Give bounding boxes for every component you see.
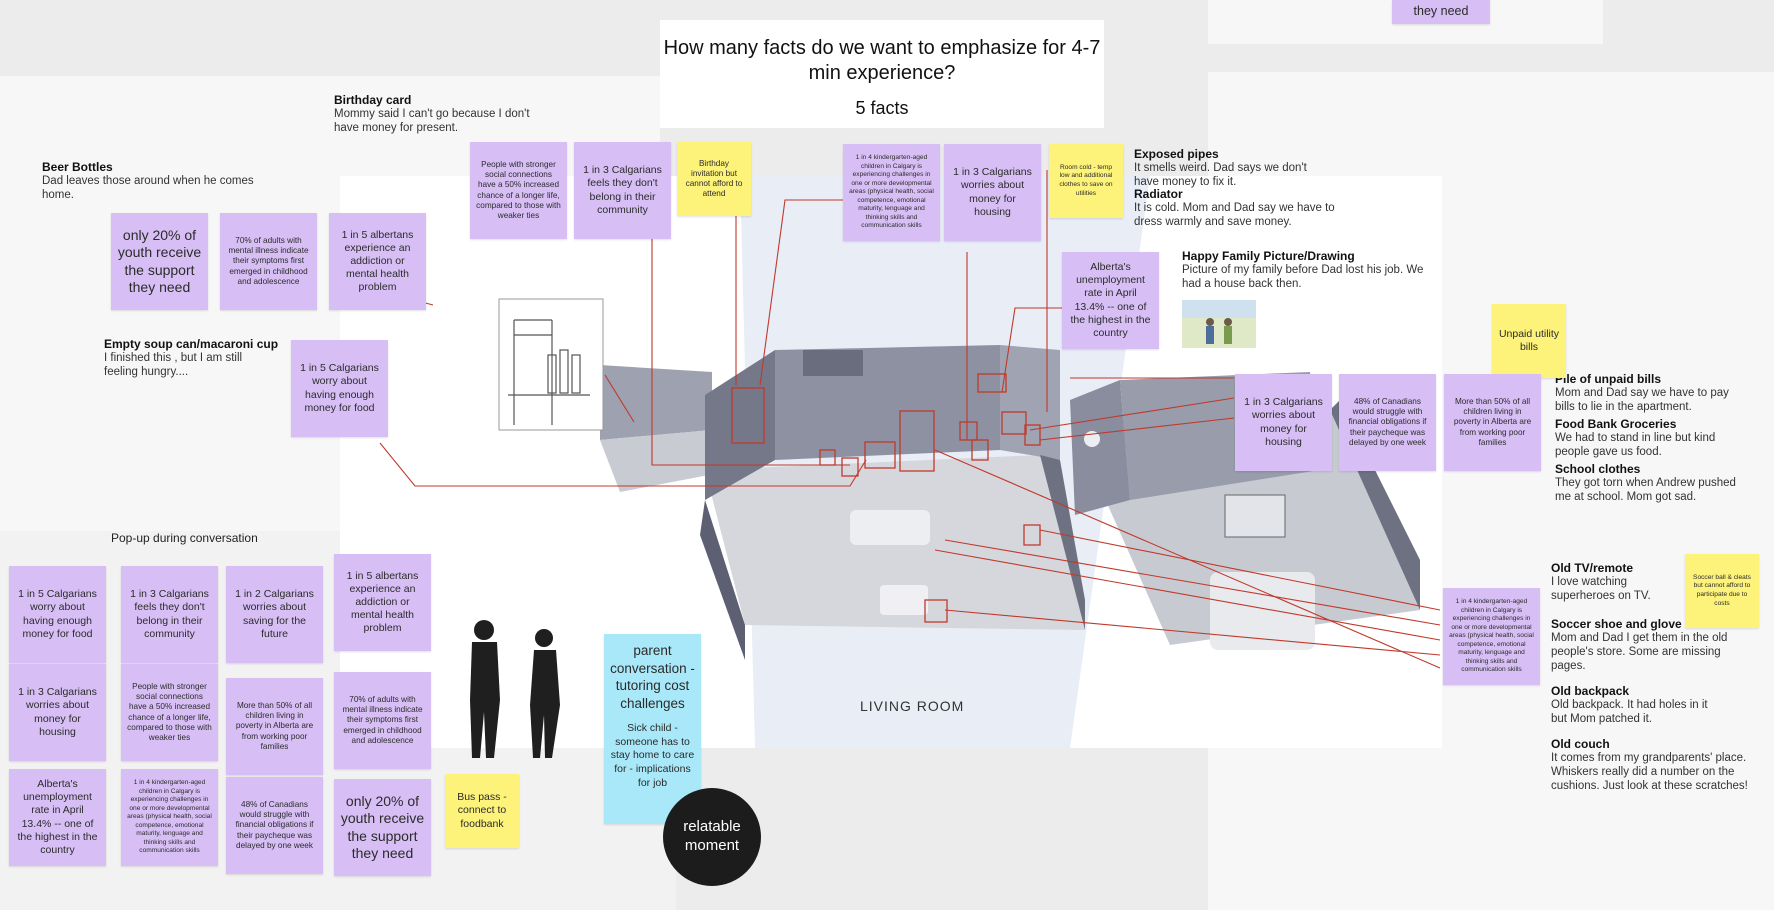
sticky-social[interactable]: People with stronger social connections … [470, 142, 567, 239]
note-body-foodbank: We had to stand in line but kind people … [1555, 432, 1716, 459]
sticky-parent-conversation[interactable]: parent conversation - tutoring cost chal… [604, 634, 701, 824]
note-title-family: Happy Family Picture/Drawing [1182, 249, 1355, 263]
top-sticky[interactable]: they need [1392, 0, 1490, 24]
popup-sticky-1[interactable]: 1 in 5 Calgarians worry about having eno… [9, 566, 106, 663]
popup-sticky-3[interactable]: 1 in 2 Calgarians worries about saving f… [226, 566, 323, 663]
sticky-housing3b[interactable]: 1 in 3 Calgarians worries about money fo… [1235, 374, 1332, 471]
sticky-birthday[interactable]: Birthday invitation but cannot afford to… [677, 142, 751, 216]
sticky-canadians48[interactable]: 48% of Canadians would struggle with fin… [1339, 374, 1436, 471]
note-title-radiator: Radiator [1134, 187, 1183, 201]
sticky-soccer[interactable]: Soccer ball & cleats but cannot afford t… [1685, 554, 1759, 628]
room-label: LIVING ROOM [860, 698, 965, 714]
note-title-pipes: Exposed pipes [1134, 147, 1219, 161]
question-text: How many facts do we want to emphasize f… [663, 37, 1101, 84]
sticky-roomcold[interactable]: Room cold - temp low and additional clot… [1049, 144, 1123, 218]
note-body-couch: It comes from my grandparents' place. Wh… [1551, 752, 1748, 793]
relatable-moment-badge[interactable]: relatable moment [663, 788, 761, 886]
note-title-beer: Beer Bottles [42, 160, 113, 174]
note-title-backpack: Old backpack [1551, 684, 1630, 698]
note-title-bills: Pile of unpaid bills [1555, 372, 1662, 386]
note-body-backpack: Old backpack. It had holes in it but Mom… [1551, 699, 1708, 726]
popup-section-title: Pop-up during conversation [111, 531, 258, 545]
sticky-poverty50[interactable]: More than 50% of all children living in … [1444, 374, 1541, 471]
note-body-soup: I finished this , but I am still feeling… [104, 352, 243, 379]
popup-sticky-9[interactable]: Alberta's unemployment rate in April 13.… [9, 769, 106, 866]
note-body-tv: I love watching superheroes on TV. [1551, 576, 1651, 603]
sticky-bus-pass[interactable]: Bus pass - connect to foodbank [445, 774, 519, 848]
sticky-albertans5[interactable]: 1 in 5 albertans experience an addiction… [329, 213, 426, 310]
note-body-bills: Mom and Dad say we have to pay bills to … [1555, 387, 1729, 414]
parent-conversation-body: Sick child - someone has to stay home to… [610, 722, 695, 789]
sticky-kinder4[interactable]: 1 in 4 kindergarten-aged children in Cal… [843, 144, 940, 241]
sticky-housing3[interactable]: 1 in 3 Calgarians worries about money fo… [944, 144, 1041, 241]
popup-sticky-8[interactable]: 70% of adults with mental illness indica… [334, 672, 431, 769]
answer-text: 5 facts [855, 98, 909, 118]
popup-sticky-11[interactable]: 48% of Canadians would struggle with fin… [226, 777, 323, 874]
sticky-belong3[interactable]: 1 in 3 Calgarians feels they don't belon… [574, 142, 671, 239]
popup-sticky-6[interactable]: People with stronger social connections … [121, 664, 218, 761]
popup-sticky-12[interactable]: only 20% of youth receive the support th… [334, 779, 431, 876]
sticky-adults70[interactable]: 70% of adults with mental illness indica… [220, 213, 317, 310]
note-title-soccer: Soccer shoe and glove [1551, 617, 1682, 631]
popup-sticky-2[interactable]: 1 in 3 Calgarians feels they don't belon… [121, 566, 218, 663]
sticky-unpaid[interactable]: Unpaid utility bills [1492, 304, 1566, 378]
sticky-unemp[interactable]: Alberta's unemployment rate in April 13.… [1062, 252, 1159, 349]
note-title-foodbank: Food Bank Groceries [1555, 417, 1677, 431]
parent-conversation-title: parent conversation - tutoring cost chal… [610, 643, 695, 711]
popup-sticky-7[interactable]: More than 50% of all children living in … [226, 678, 323, 775]
note-body-beer: Dad leaves those around when he comes ho… [42, 175, 254, 202]
note-body-radiator: It is cold. Mom and Dad say we have to d… [1134, 202, 1335, 229]
note-body-birthday: Mommy said I can't go because I don't ha… [334, 108, 530, 135]
note-body-pipes: It smells weird. Dad says we don't have … [1134, 162, 1307, 189]
note-body-clothes: They got torn when Andrew pushed me at s… [1555, 477, 1736, 504]
sticky-kinder4b[interactable]: 1 in 4 kindergarten-aged children in Cal… [1443, 588, 1540, 685]
note-title-birthday: Birthday card [334, 93, 412, 107]
note-body-family: Picture of my family before Dad lost his… [1182, 264, 1424, 291]
popup-sticky-4[interactable]: 1 in 5 albertans experience an addiction… [334, 554, 431, 651]
note-title-soup: Empty soup can/macaroni cup [104, 337, 279, 351]
note-title-clothes: School clothes [1555, 462, 1641, 476]
note-title-couch: Old couch [1551, 737, 1610, 751]
note-title-tv: Old TV/remote [1551, 561, 1634, 575]
question-card: How many facts do we want to emphasize f… [660, 20, 1104, 128]
sticky-food5[interactable]: 1 in 5 Calgarians worry about having eno… [291, 340, 388, 437]
note-body-soccer: Mom and Dad I get them in the old people… [1551, 632, 1728, 673]
sticky-youth20[interactable]: only 20% of youth receive the support th… [111, 213, 208, 310]
popup-sticky-10[interactable]: 1 in 4 kindergarten-aged children in Cal… [121, 769, 218, 866]
popup-sticky-5[interactable]: 1 in 3 Calgarians worries about money fo… [9, 664, 106, 761]
